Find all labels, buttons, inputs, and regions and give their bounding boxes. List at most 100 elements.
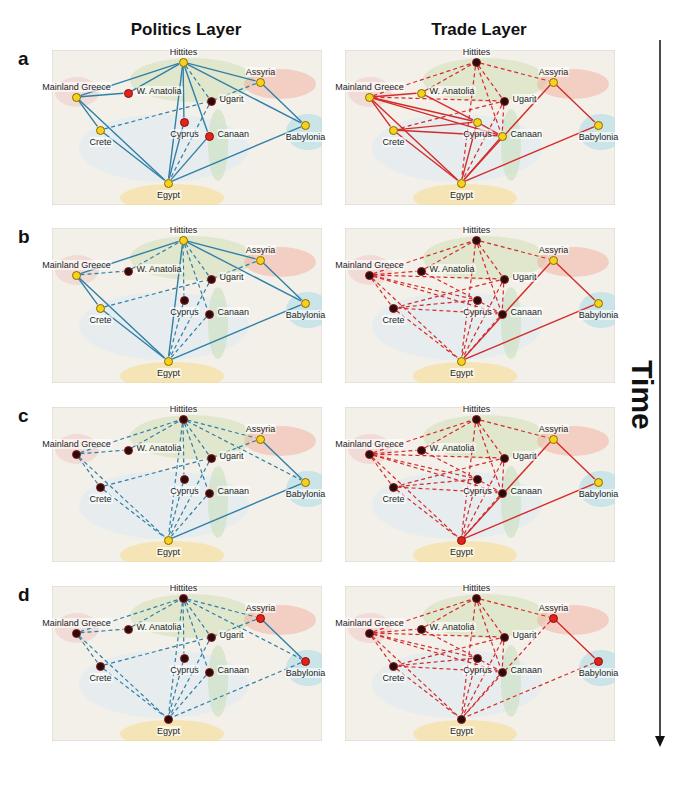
polity-dot: Assyria <box>256 256 265 265</box>
polity-dot: W. Anatolia <box>124 446 133 455</box>
panel-letter: d <box>18 584 30 606</box>
polity-dot: Canaan <box>205 310 214 319</box>
relation-line <box>79 278 164 358</box>
polity-label: Mainland Greece <box>334 618 405 628</box>
polity-dot: Crete <box>96 304 105 313</box>
polity-label: Ugarit <box>219 630 245 640</box>
polity-dot: Hittites <box>472 594 481 603</box>
relation-line <box>398 658 473 665</box>
polity-dot: Crete <box>96 483 105 492</box>
polity-dot: Hittites <box>179 236 188 245</box>
polity-dot: Mainland Greece <box>72 629 81 638</box>
relation-line <box>397 133 458 180</box>
layer-header: Trade Layer <box>431 20 526 40</box>
polity-dot: Cyprus <box>180 475 189 484</box>
polity-label: Canaan <box>217 307 251 317</box>
relation-line <box>374 454 500 458</box>
relation-line <box>479 244 502 276</box>
polity-label: Babylonia <box>578 132 620 142</box>
polity-dot: Egypt <box>457 179 466 188</box>
relation-line <box>556 263 594 300</box>
relation-line <box>104 490 165 537</box>
relation-line <box>104 459 206 486</box>
relation-line <box>556 621 594 658</box>
polity-label: Cyprus <box>169 307 200 317</box>
relation-line <box>502 642 503 668</box>
polity-dot: Crete <box>96 662 105 671</box>
relation-line <box>464 675 499 715</box>
polity-label: Canaan <box>217 665 251 675</box>
polity-label: Babylonia <box>285 668 327 678</box>
polity-dot: Assyria <box>549 78 558 87</box>
relation-line <box>502 284 503 310</box>
polity-label: Mainland Greece <box>334 82 405 92</box>
relation-line <box>425 631 473 656</box>
polity-dot: Crete <box>389 662 398 671</box>
polity-dot: Crete <box>96 126 105 135</box>
polity-dot: Assyria <box>256 614 265 623</box>
polity-dot: W. Anatolia <box>417 267 426 276</box>
polity-label: Crete <box>88 315 112 325</box>
time-arrow <box>659 40 661 738</box>
polity-label: Hittites <box>462 583 492 593</box>
polity-dot: Egypt <box>457 536 466 545</box>
polity-label: Cyprus <box>169 486 200 496</box>
polity-label: Assyria <box>538 67 570 77</box>
polity-dot: Canaan <box>498 668 507 677</box>
polity-label: W. Anatolia <box>429 264 476 274</box>
polity-dot: Hittites <box>179 58 188 67</box>
relation-line <box>81 450 124 453</box>
polity-dot: Canaan <box>205 489 214 498</box>
relation-line <box>104 133 165 180</box>
relation-line <box>79 636 164 716</box>
polity-label: Egypt <box>156 547 181 557</box>
relation-line <box>372 458 391 484</box>
polity-label: Assyria <box>538 424 570 434</box>
polity-label: Babylonia <box>578 310 620 320</box>
polity-dot: Egypt <box>164 357 173 366</box>
relation-line <box>104 669 165 716</box>
relation-line <box>479 423 502 455</box>
relation-line <box>425 452 473 477</box>
polity-dot: Egypt <box>164 536 173 545</box>
polity-label: Ugarit <box>512 94 538 104</box>
polity-label: Mainland Greece <box>334 439 405 449</box>
relation-line <box>104 280 206 307</box>
polity-label: Crete <box>88 137 112 147</box>
polity-label: Crete <box>381 494 405 504</box>
polity-dot: Egypt <box>457 715 466 724</box>
polity-label: Cyprus <box>169 129 200 139</box>
polity-label: W. Anatolia <box>429 622 476 632</box>
polity-label: Crete <box>381 137 405 147</box>
relation-line <box>397 280 499 307</box>
time-label: Time <box>625 360 659 429</box>
panel-letter: a <box>18 48 29 70</box>
polity-label: Cyprus <box>462 665 493 675</box>
relation-line <box>186 423 209 455</box>
polity-dot: Assyria <box>549 256 558 265</box>
polity-label: Cyprus <box>462 486 493 496</box>
relation-line <box>104 311 165 358</box>
polity-label: Hittites <box>169 583 199 593</box>
relation-line <box>425 95 473 120</box>
polity-dot: Crete <box>389 483 398 492</box>
polity-dot: W. Anatolia <box>124 625 133 634</box>
polity-dot: Babylonia <box>594 478 603 487</box>
relation-line <box>372 100 457 180</box>
polity-label: Ugarit <box>219 272 245 282</box>
relation-line <box>79 458 98 484</box>
polity-dot: Egypt <box>164 715 173 724</box>
polity-label: Mainland Greece <box>41 439 112 449</box>
polity-dot: Babylonia <box>301 121 310 130</box>
polity-dot: Mainland Greece <box>72 271 81 280</box>
polity-dot: Babylonia <box>301 299 310 308</box>
polity-dot: Babylonia <box>301 657 310 666</box>
relation-line <box>397 638 499 665</box>
polity-label: Egypt <box>156 190 181 200</box>
relation-line <box>374 633 500 637</box>
polity-dot: Cyprus <box>473 296 482 305</box>
polity-label: Assyria <box>538 603 570 613</box>
panel-letter: c <box>18 405 29 427</box>
relation-line <box>398 122 473 129</box>
polity-label: Mainland Greece <box>41 82 112 92</box>
